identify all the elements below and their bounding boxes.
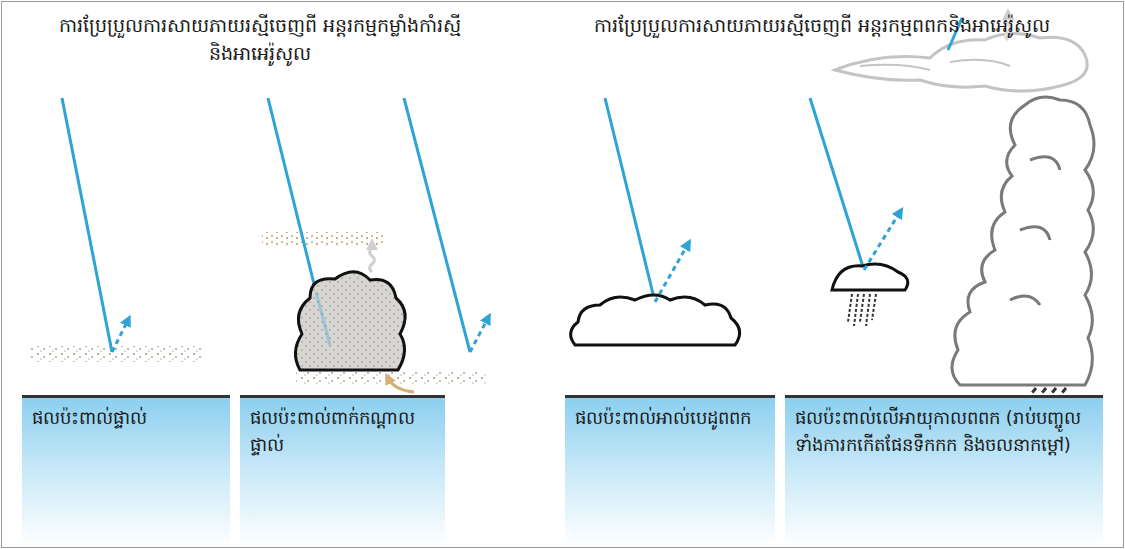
sunlight-ray	[62, 98, 112, 352]
panel-label: ផលប៉ះពាល់អាល់បេដូពពក	[565, 398, 775, 431]
evaporating-cloud	[295, 272, 405, 370]
anvil-cloud	[835, 33, 1087, 91]
semi-direct-effect-sketch	[262, 98, 488, 392]
sunlight-ray	[605, 98, 655, 302]
reflected-ray	[864, 212, 900, 270]
cloud-albedo-sketch	[571, 98, 740, 345]
panel-heading: ការប្រែប្រួលការសាយភាយរស្មីចេញពី អន្តរកម្…	[592, 12, 1052, 40]
aerosol-layer	[30, 346, 202, 362]
anvil-contours	[860, 60, 1010, 70]
sunlight-ray	[268, 98, 316, 292]
reflected-ray	[470, 318, 488, 352]
panel-heading: ការប្រែប្រួលការសាយភាយរស្មីចេញពី អន្តរកម្…	[30, 12, 490, 67]
heat-arrow	[370, 244, 375, 272]
surface-flux-arrow	[388, 378, 414, 392]
reflected-ray	[112, 320, 128, 352]
sunlight-ray	[404, 98, 470, 352]
sunlight-ray	[810, 98, 864, 270]
direct-effect-sketch	[30, 98, 202, 362]
light-rain	[848, 294, 876, 326]
panel-label: ផលប៉ះពាល់ពាក់កណ្ដាលផ្ទាល់	[240, 398, 445, 458]
effect-panel: ផលប៉ះពាល់ផ្ទាល់	[22, 395, 230, 547]
small-cloud	[832, 264, 908, 290]
cloud-contours	[1010, 157, 1060, 305]
reflected-ray	[655, 244, 688, 302]
convective-cloud	[952, 97, 1094, 385]
cloud-lifetime-sketch	[810, 14, 1094, 393]
heavy-rain	[1032, 388, 1066, 393]
effect-panel: ផលប៉ះពាល់លើអាយុកាលពពក (រាប់បញ្ចូលទាំងការ…	[785, 395, 1103, 547]
bright-cloud	[571, 295, 740, 345]
panel-label: ផលប៉ះពាល់លើអាយុកាលពពក (រាប់បញ្ចូលទាំងការ…	[785, 398, 1103, 458]
absorbed-ray	[316, 292, 330, 345]
panel-label: ផលប៉ះពាល់ផ្ទាល់	[22, 398, 230, 431]
effect-panel: ផលប៉ះពាល់អាល់បេដូពពក	[565, 395, 775, 547]
effect-panel: ផលប៉ះពាល់ពាក់កណ្ដាលផ្ទាល់	[240, 395, 445, 547]
absorbing-aerosol-layer	[262, 232, 386, 246]
